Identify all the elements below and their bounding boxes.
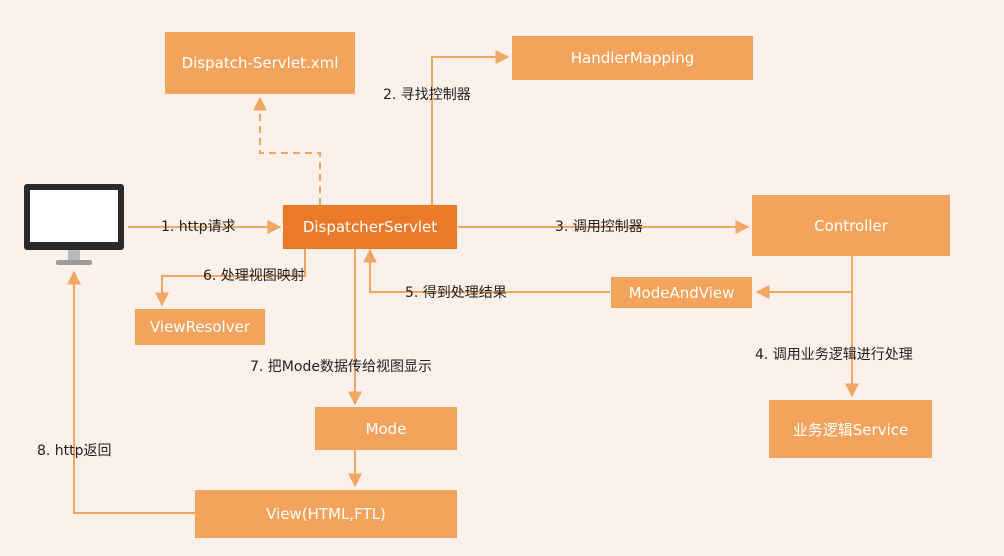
mode-and-view-box: ModeAndView — [611, 277, 752, 308]
dispatcher-servlet-box: DispatcherServlet — [283, 205, 457, 249]
view-resolver-box: ViewResolver — [135, 309, 265, 345]
edge-step6 — [155, 249, 306, 307]
label-step3: 3. 调用控制器 — [555, 219, 643, 235]
mode-box: Mode — [315, 407, 457, 450]
label-step4: 4. 调用业务逻辑进行处理 — [755, 347, 913, 363]
handler-mapping-box: HandlerMapping — [512, 36, 753, 80]
edge-step5 — [363, 248, 610, 293]
label-step2: 2. 寻找控制器 — [383, 87, 471, 103]
edge-config — [253, 96, 321, 205]
view-box: View(HTML,FTL) — [195, 490, 457, 538]
label-step5: 5. 得到处理结果 — [405, 285, 507, 301]
edge-step8 — [67, 270, 195, 514]
business-service-box: 业务逻辑Service — [769, 400, 932, 458]
monitor-icon — [24, 184, 124, 268]
label-step7: 7. 把Mode数据传给视图显示 — [250, 359, 432, 375]
label-step8: 8. http返回 — [37, 443, 112, 459]
dispatch-xml-box: Dispatch-Servlet.xml — [165, 32, 355, 94]
label-step6: 6. 处理视图映射 — [203, 268, 305, 284]
label-step1: 1. http请求 — [161, 219, 236, 235]
edge-step2 — [431, 50, 510, 205]
controller-box: Controller — [752, 195, 950, 256]
